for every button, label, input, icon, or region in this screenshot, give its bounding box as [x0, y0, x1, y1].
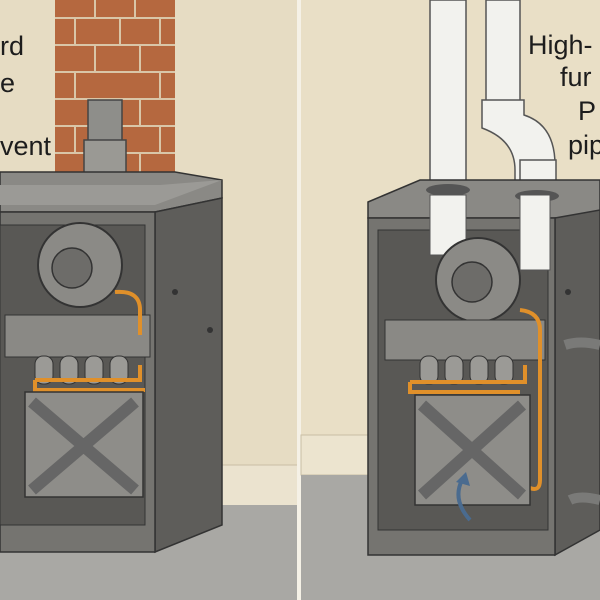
right-caption-line-2: fur	[560, 62, 592, 92]
left-caption-line-2: e	[0, 68, 16, 98]
panel-divider	[297, 0, 301, 600]
right-caption-line-1: High-	[528, 30, 593, 60]
right-panel-high-efficiency-furnace	[300, 0, 600, 600]
airflow-arrow	[456, 479, 472, 522]
high-efficiency-furnace	[367, 179, 600, 557]
left-caption-line-1: rd	[0, 31, 25, 61]
standard-furnace	[0, 171, 223, 554]
left-caption-line-3: vent	[0, 131, 52, 161]
right-caption-line-3: P	[578, 96, 597, 126]
left-panel-standard-furnace	[0, 0, 299, 600]
right-caption-line-4: pip	[568, 130, 600, 160]
